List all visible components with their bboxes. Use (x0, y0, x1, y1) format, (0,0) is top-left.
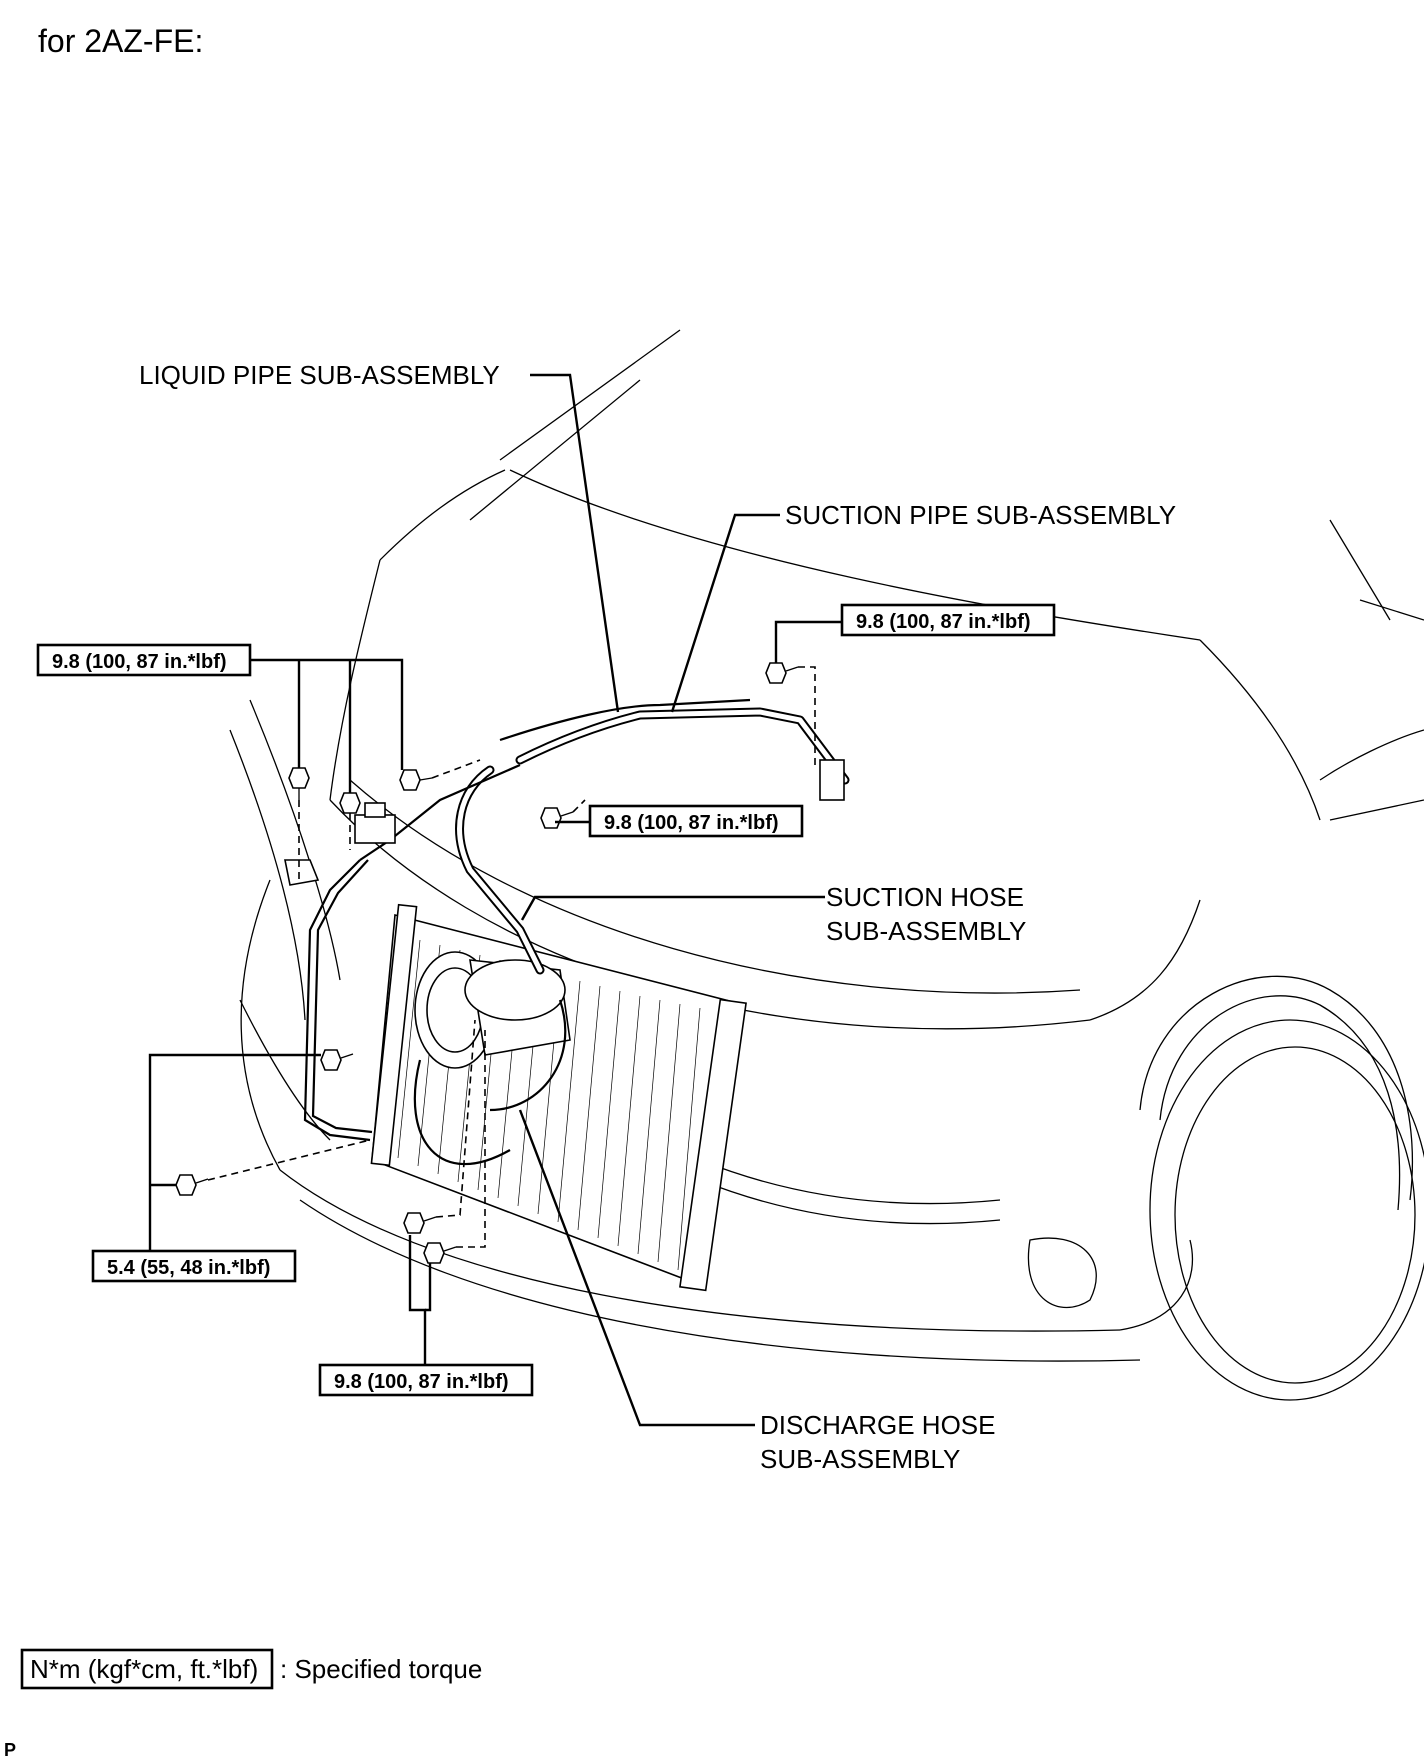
torque-legend: N*m (kgf*cm, ft.*lbf) : Specified torque (20, 1648, 482, 1690)
install-guide-lines (207, 666, 816, 1248)
bolt-icon (765, 662, 799, 684)
torque-value-upper-left: 9.8 (100, 87 in.*lbf) (52, 651, 227, 673)
vehicle-body-outline (229, 329, 1424, 1401)
legend-description: : Specified torque (280, 1654, 482, 1684)
label-suction-hose-line2: SUB-ASSEMBLY (826, 916, 1026, 946)
torque-callout-bottom: 9.8 (100, 87 in.*lbf) (318, 1363, 534, 1397)
torque-value-middle: 9.8 (100, 87 in.*lbf) (604, 812, 779, 834)
torque-callout-upper-left: 9.8 (100, 87 in.*lbf) (36, 643, 252, 677)
refrigerant-lines (303, 698, 850, 1142)
compressor (413, 951, 571, 1166)
torque-callout-lower-left: 5.4 (55, 48 in.*lbf) (91, 1249, 297, 1283)
label-suction-pipe: SUCTION PIPE SUB-ASSEMBLY (785, 500, 1176, 530)
bolt-icon (288, 767, 310, 800)
leader-lines (148, 373, 842, 1427)
engine-variant-title: for 2AZ-FE: (38, 23, 203, 59)
bolt-icon (320, 1049, 354, 1071)
torque-value-lower-left: 5.4 (55, 48 in.*lbf) (107, 1257, 270, 1279)
label-suction-hose-line1: SUCTION HOSE (826, 882, 1024, 912)
label-discharge-hose-line1: DISCHARGE HOSE (760, 1410, 996, 1440)
bolt-icon (175, 1174, 209, 1196)
label-liquid-pipe: LIQUID PIPE SUB-ASSEMBLY (139, 360, 500, 390)
bolt-icon (423, 1242, 457, 1264)
torque-callout-upper-right: 9.8 (100, 87 in.*lbf) (840, 603, 1056, 637)
label-discharge-hose-line2: SUB-ASSEMBLY (760, 1444, 960, 1474)
bolt-icon (339, 792, 361, 814)
torque-value-bottom: 9.8 (100, 87 in.*lbf) (334, 1371, 509, 1393)
bolt-icon (540, 807, 574, 829)
bolt-icon (399, 769, 433, 791)
condenser (370, 903, 747, 1292)
bolt-icon (403, 1212, 437, 1234)
bracket (284, 859, 320, 886)
corner-mark: P (4, 1740, 16, 1760)
torque-value-upper-right: 9.8 (100, 87 in.*lbf) (856, 611, 1031, 633)
torque-callout-middle: 9.8 (100, 87 in.*lbf) (588, 804, 804, 838)
legend-unit-box: N*m (kgf*cm, ft.*lbf) (30, 1654, 258, 1684)
